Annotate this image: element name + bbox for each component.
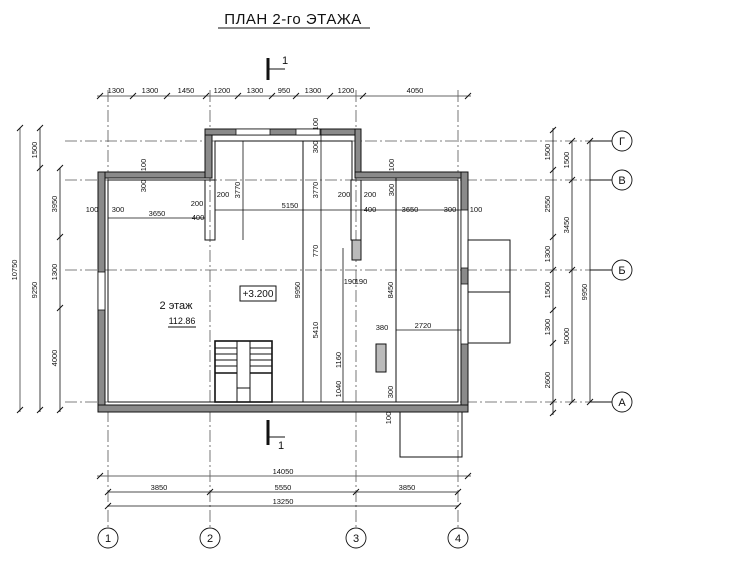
level-mark: +3.200 <box>243 289 274 300</box>
dim-label: 9250 <box>30 282 39 299</box>
window <box>235 128 271 136</box>
interior-dimensions: 100 300 100 300 3650 400 200 200 3770 51… <box>86 118 483 425</box>
section-number: 1 <box>282 55 288 67</box>
axis-markers-columns: 1 2 3 4 <box>97 527 469 549</box>
axis-label-A: А <box>618 397 626 409</box>
dim-label: 200 <box>191 199 204 208</box>
dim-label: 3850 <box>399 483 416 492</box>
section-mark-bottom: 1 <box>266 420 285 452</box>
dim-label: 1300 <box>247 86 264 95</box>
porch <box>399 411 463 458</box>
vent-duct <box>375 343 387 373</box>
dim-label: 4000 <box>50 350 59 367</box>
dim-label: 1500 <box>562 152 571 169</box>
dim-label: 100 <box>139 159 148 172</box>
exterior-walls <box>97 128 469 413</box>
dim-label: 100 <box>86 205 99 214</box>
dim-label: 190 <box>344 277 357 286</box>
dim-label: 1200 <box>338 86 355 95</box>
dim-label: 200 <box>217 190 230 199</box>
dim-label: 300 <box>112 205 125 214</box>
dim-label: 1300 <box>108 86 125 95</box>
dim-label: 9950 <box>293 282 302 299</box>
staircase <box>214 340 273 403</box>
dim-label: 2720 <box>415 321 432 330</box>
window <box>460 283 469 345</box>
dim-label: 100 <box>384 412 393 425</box>
dim-label: 1450 <box>178 86 195 95</box>
axis-label-4: 4 <box>455 533 461 545</box>
dim-label: 1300 <box>50 264 59 281</box>
window <box>295 128 321 136</box>
dim-label: 3450 <box>562 217 571 234</box>
window <box>460 209 469 269</box>
dim-label: 1300 <box>305 86 322 95</box>
drawing-title: ПЛАН 2-го ЭТАЖА <box>224 11 361 28</box>
dim-label: 4050 <box>407 86 424 95</box>
dim-label: 3650 <box>149 209 166 218</box>
dim-label: 100 <box>387 159 396 172</box>
dim-label: 300 <box>387 184 396 197</box>
dim-label: 200 <box>364 190 377 199</box>
axis-label-G: Г <box>619 136 625 148</box>
axis-label-3: 3 <box>353 533 359 545</box>
dim-label: 300 <box>444 205 457 214</box>
dim-label: 300 <box>311 141 320 154</box>
dim-label: 300 <box>386 386 395 399</box>
dim-label: 1300 <box>142 86 159 95</box>
axis-label-B: Б <box>618 265 625 277</box>
grid-axes <box>65 90 612 528</box>
dim-label: 5410 <box>311 322 320 339</box>
dim-label: 3770 <box>311 182 320 199</box>
dim-label: 770 <box>311 245 320 258</box>
axis-label-V: В <box>618 175 625 187</box>
dim-label: 1500 <box>543 144 552 161</box>
dim-label: 3770 <box>233 182 242 199</box>
dim-label: 5150 <box>282 201 299 210</box>
right-dimension-chains: 1500 2550 1300 1500 1300 2600 1500 3450 … <box>543 126 594 417</box>
axis-markers-rows: Г В Б А <box>590 130 633 413</box>
dim-label: 200 <box>338 190 351 199</box>
window <box>97 271 106 311</box>
dim-label: 5000 <box>562 328 571 345</box>
dim-label: 2600 <box>543 372 552 389</box>
section-mark-top: 1 <box>266 55 288 80</box>
dim-label: 1500 <box>543 282 552 299</box>
left-dimension-chains: 10750 1500 9250 3950 1300 4000 <box>10 124 64 414</box>
dim-label: 1200 <box>214 86 231 95</box>
dim-label: 9950 <box>580 284 589 301</box>
dim-label: 8450 <box>386 282 395 299</box>
dim-label: 1040 <box>334 381 343 398</box>
dim-label: 5550 <box>275 483 292 492</box>
dim-label: 10750 <box>10 260 19 281</box>
room-area: 112.86 <box>169 316 196 326</box>
dim-label: 400 <box>364 205 377 214</box>
dim-label: 400 <box>192 213 205 222</box>
dim-label: 190 <box>355 277 368 286</box>
dim-label: 950 <box>278 86 291 95</box>
dim-label: 3950 <box>50 196 59 213</box>
section-number: 1 <box>278 440 284 452</box>
vent-duct <box>351 239 362 261</box>
bottom-dimension-chains: 14050 3850 5550 3850 13250 <box>96 467 472 510</box>
dim-label: 100 <box>311 118 320 131</box>
room-name: 2 этаж <box>160 300 194 312</box>
dim-label: 1300 <box>543 246 552 263</box>
dim-label: 14050 <box>273 467 294 476</box>
dim-label: 13250 <box>273 497 294 506</box>
dim-label: 2550 <box>543 196 552 213</box>
dim-label: 3850 <box>151 483 168 492</box>
dim-label: 3650 <box>402 205 419 214</box>
dim-label: 1160 <box>334 352 343 368</box>
dim-label: 300 <box>139 180 148 193</box>
axis-label-2: 2 <box>207 533 213 545</box>
dim-label: 1500 <box>30 142 39 159</box>
axis-label-1: 1 <box>105 533 111 545</box>
top-dimension-chain: 1300 1300 1450 1200 1300 950 1300 1200 4… <box>96 86 472 100</box>
level-mark-box <box>239 285 277 302</box>
dim-label: 100 <box>470 205 483 214</box>
dim-label: 380 <box>376 323 389 332</box>
dim-label: 1300 <box>543 319 552 336</box>
